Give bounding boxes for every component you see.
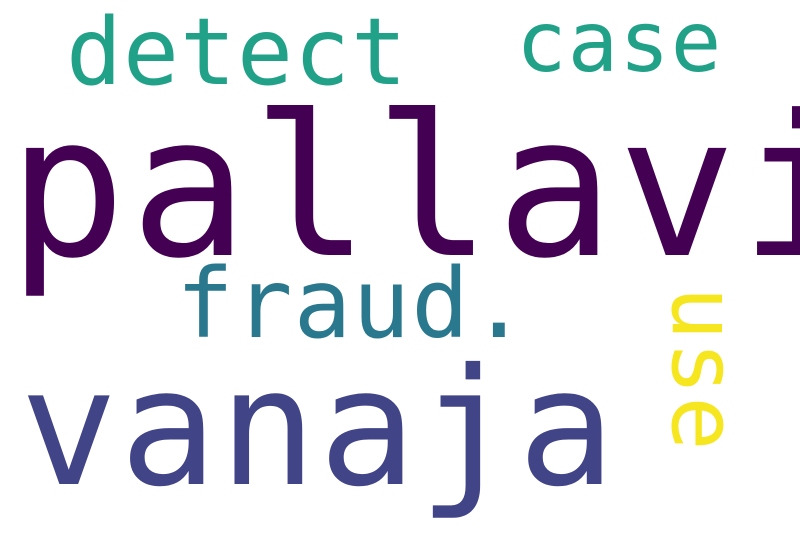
word-vanaja: vanaja: [20, 335, 618, 523]
word-pallavi: pallavi: [8, 74, 800, 302]
word-case: case: [516, 0, 723, 91]
word-detect: detect: [66, 0, 408, 106]
word-fraud: fraud.: [176, 248, 529, 360]
word-use: use: [651, 286, 756, 452]
